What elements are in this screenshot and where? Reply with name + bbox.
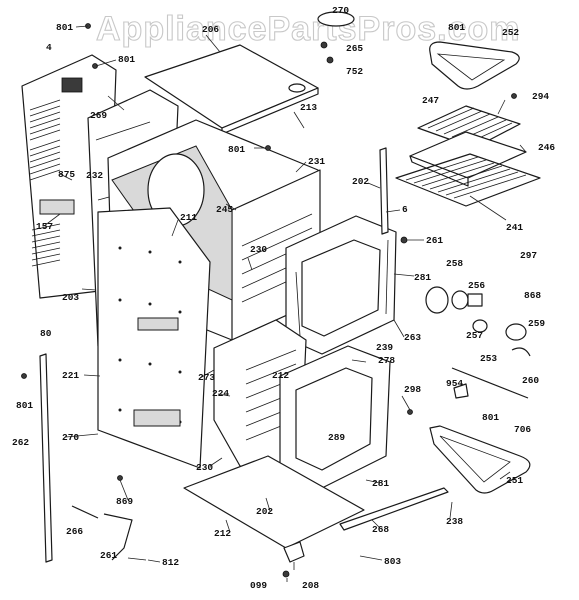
part-label-251: 251 <box>506 475 523 486</box>
part-label-269: 269 <box>90 110 107 121</box>
part-label-262: 262 <box>12 437 29 448</box>
part-label-202: 202 <box>256 506 273 517</box>
part-label-212: 212 <box>272 370 289 381</box>
part-top-cover <box>144 44 319 135</box>
part-label-260: 260 <box>522 375 539 386</box>
part-label-208: 208 <box>302 580 319 591</box>
part-label-230: 230 <box>196 462 213 473</box>
part-label-801: 801 <box>448 22 465 33</box>
part-label-241: 241 <box>506 222 523 233</box>
part-bracket-hardware <box>71 505 147 561</box>
part-label-258: 258 <box>446 258 463 269</box>
part-side-panel <box>97 207 211 469</box>
part-label-4: 4 <box>46 42 52 53</box>
part-label-297: 297 <box>520 250 537 261</box>
part-oven-rack <box>395 153 541 207</box>
part-label-203: 203 <box>62 292 79 303</box>
part-label-245: 245 <box>216 204 233 215</box>
part-label-239: 239 <box>376 342 393 353</box>
part-label-266: 266 <box>66 526 83 537</box>
part-label-231: 231 <box>308 156 325 167</box>
part-label-246: 246 <box>538 142 555 153</box>
part-label-812: 812 <box>162 557 179 568</box>
part-label-270: 270 <box>332 5 349 16</box>
part-label-6: 6 <box>402 204 408 215</box>
part-broiler-pan <box>409 131 527 187</box>
part-label-954: 954 <box>446 378 463 389</box>
part-label-224: 224 <box>212 388 229 399</box>
part-label-289: 289 <box>328 432 345 443</box>
part-broil-element <box>429 41 520 90</box>
part-label-232: 232 <box>86 170 103 181</box>
part-label-206: 206 <box>202 24 219 35</box>
part-label-256: 256 <box>468 280 485 291</box>
part-label-202: 202 <box>352 176 369 187</box>
part-label-211: 211 <box>180 212 197 223</box>
part-label-801: 801 <box>482 412 499 423</box>
part-labels: 801 4 801 269 206 270 265 752 801 252 29… <box>12 5 555 591</box>
part-label-278: 278 <box>378 355 395 366</box>
part-label-261: 261 <box>426 235 443 246</box>
part-label-270: 270 <box>62 432 79 443</box>
part-trim-strip-left <box>39 353 53 563</box>
part-gasket-top <box>317 11 355 64</box>
part-trim-strip-right <box>379 147 389 235</box>
part-label-263: 263 <box>404 332 421 343</box>
leader-lines <box>43 25 527 582</box>
part-label-281: 281 <box>414 272 431 283</box>
part-label-221: 221 <box>62 370 79 381</box>
part-label-801: 801 <box>228 144 245 155</box>
part-label-252: 252 <box>502 27 519 38</box>
part-label-706: 706 <box>514 424 531 435</box>
part-label-298: 298 <box>404 384 421 395</box>
part-label-801: 801 <box>16 400 33 411</box>
part-bottom-bracket <box>282 541 305 578</box>
part-label-253: 253 <box>480 353 497 364</box>
part-knob-assembly <box>425 286 531 357</box>
part-label-294: 294 <box>532 91 549 102</box>
part-label-230: 230 <box>250 244 267 255</box>
part-upper-oven-frame <box>285 215 397 355</box>
part-label-157: 157 <box>36 221 53 232</box>
part-label-875: 875 <box>58 169 75 180</box>
part-label-273: 273 <box>198 372 215 383</box>
part-bake-element <box>429 425 531 494</box>
part-label-238: 238 <box>446 516 463 527</box>
part-label-80: 80 <box>40 328 52 339</box>
part-label-281: 281 <box>372 478 389 489</box>
part-label-259: 259 <box>528 318 545 329</box>
part-rail <box>339 487 449 531</box>
part-bottom-panel <box>183 455 365 549</box>
part-label-803: 803 <box>384 556 401 567</box>
part-label-257: 257 <box>466 330 483 341</box>
part-label-247: 247 <box>422 95 439 106</box>
part-lower-oven-frame <box>279 345 391 489</box>
part-label-265: 265 <box>346 43 363 54</box>
part-label-801: 801 <box>56 22 73 33</box>
watermark: AppliancePartsPros.com <box>96 10 520 48</box>
part-label-213: 213 <box>300 102 317 113</box>
part-label-212: 212 <box>214 528 231 539</box>
part-label-268: 268 <box>372 524 389 535</box>
part-label-869: 869 <box>116 496 133 507</box>
part-label-868: 868 <box>524 290 541 301</box>
part-bake-rod <box>451 367 529 399</box>
part-label-261: 261 <box>100 550 117 561</box>
part-label-752: 752 <box>346 66 363 77</box>
part-label-099: 099 <box>250 580 267 591</box>
part-label-801: 801 <box>118 54 135 65</box>
